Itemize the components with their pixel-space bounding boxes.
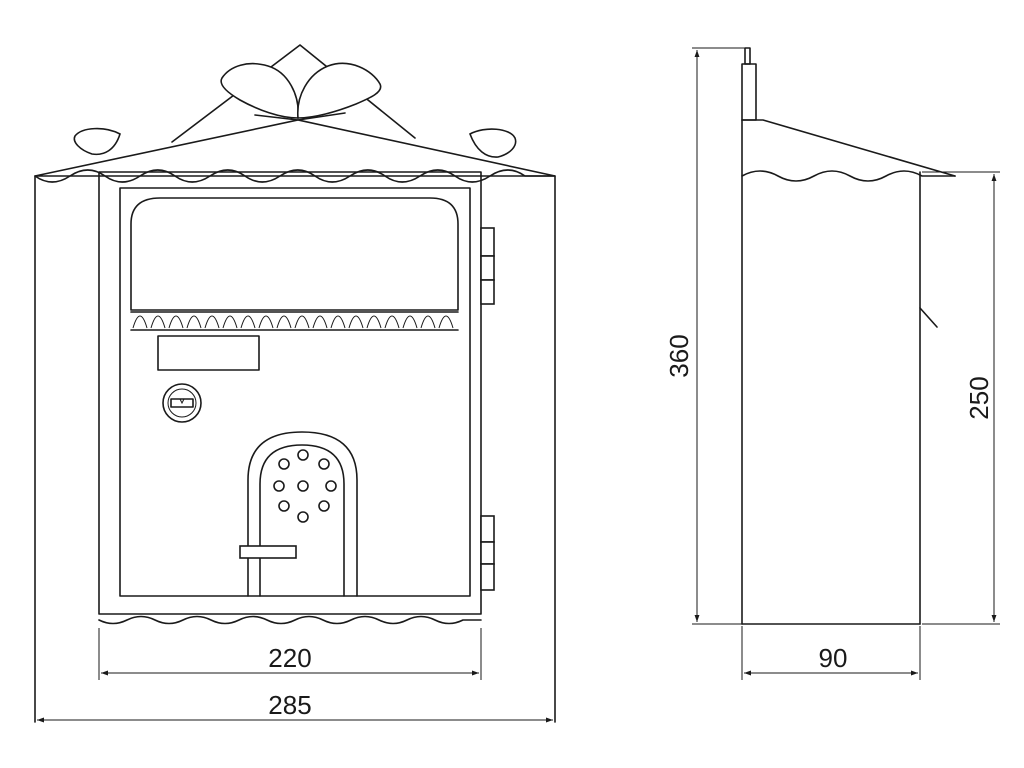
mount-tab: [744, 47, 751, 65]
handle: [239, 545, 297, 559]
side-door-latch: [919, 307, 938, 328]
hinge-top: [480, 227, 495, 305]
dim-side-body-height: 250: [922, 171, 1000, 625]
dim-250-label: 250: [964, 376, 994, 419]
dim-front-inner-width: 220: [98, 628, 482, 680]
dim-90-label: 90: [819, 643, 848, 673]
mount-post: [741, 63, 757, 121]
side-roof-slope: [741, 119, 956, 177]
name-plate: [157, 335, 260, 371]
side-roof-wave: [741, 170, 956, 182]
roof-bow: [73, 44, 517, 158]
dim-285-label: 285: [268, 690, 311, 720]
arched-panel: [239, 431, 358, 597]
dim-overall-height: 360: [664, 47, 750, 625]
mailbox-door: [119, 187, 471, 597]
hinge-bottom: [480, 515, 495, 591]
mailbox-body: [98, 171, 482, 615]
front-view: 220 285: [34, 44, 556, 723]
dim-220-label: 220: [268, 643, 311, 673]
vent-holes: [273, 449, 337, 523]
mail-slot: [130, 197, 459, 331]
side-view: 360 250 90: [664, 47, 1000, 680]
dim-side-depth: 90: [741, 626, 921, 680]
dim-360-label: 360: [664, 334, 694, 377]
base-trim: [98, 615, 482, 625]
dim-front-overall-width: 285: [37, 690, 553, 723]
lock-icon: [162, 383, 202, 423]
